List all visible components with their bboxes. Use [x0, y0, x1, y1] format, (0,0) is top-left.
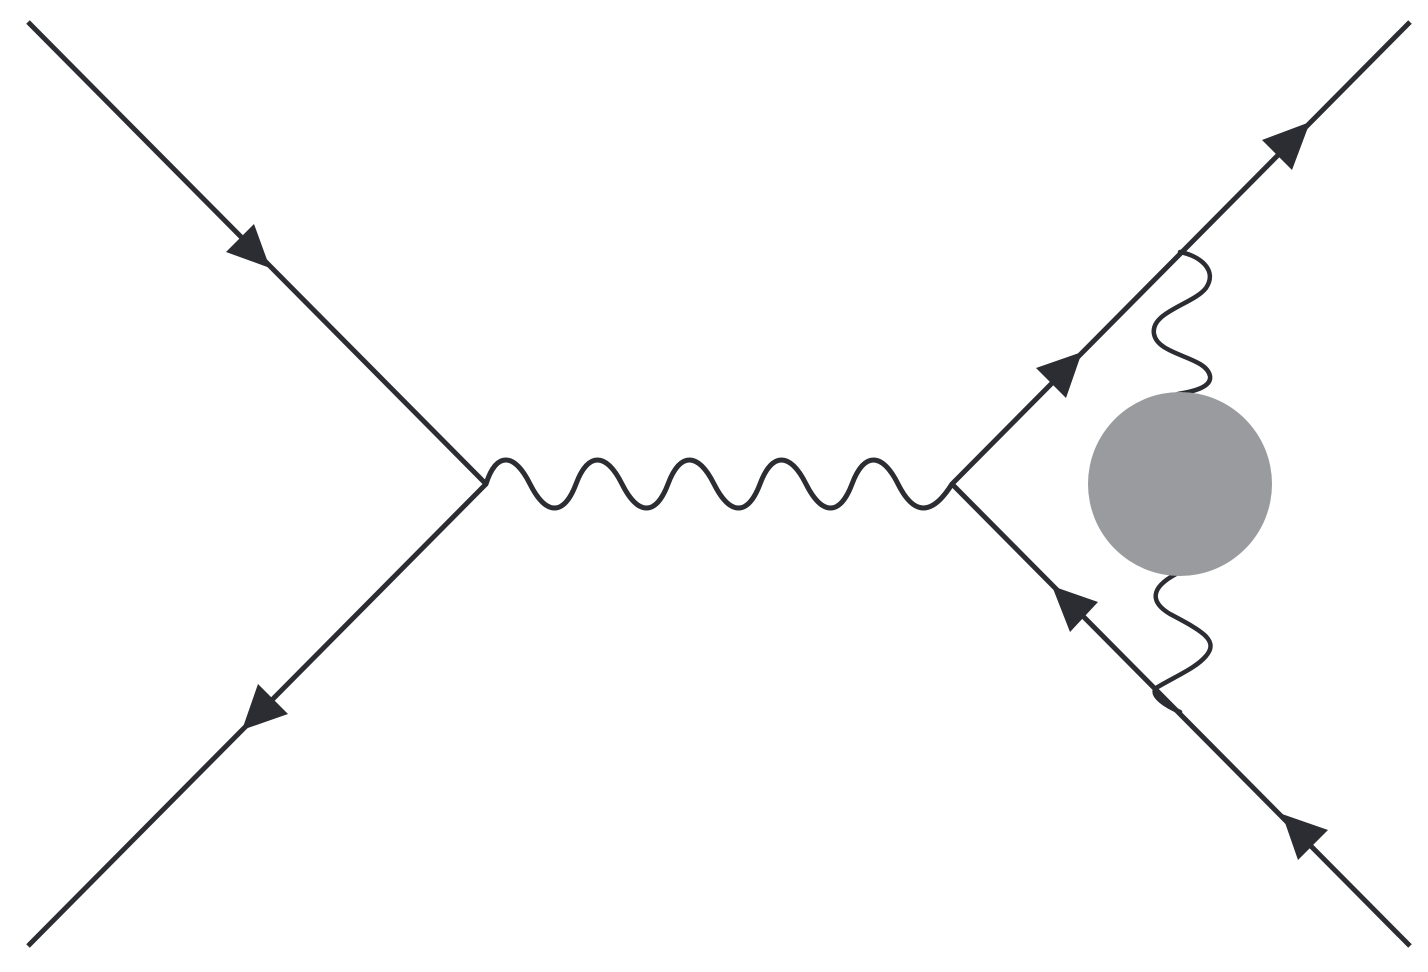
arrow-icon: [242, 684, 288, 730]
vertex-correction-photon-upper: [1151, 249, 1213, 397]
arrow-icon: [1262, 122, 1310, 170]
arrow-icon: [1052, 586, 1098, 632]
arrow-icon: [1282, 814, 1328, 860]
arrow-icon: [1036, 352, 1082, 398]
photon-propagator: [483, 457, 955, 511]
vertex-correction-photon-lower: [1152, 571, 1213, 715]
outgoing-antifermion-line: [950, 482, 1412, 948]
self-energy-blob: [1088, 392, 1272, 576]
arrowheads: [226, 122, 1328, 860]
arrow-icon: [226, 224, 270, 268]
